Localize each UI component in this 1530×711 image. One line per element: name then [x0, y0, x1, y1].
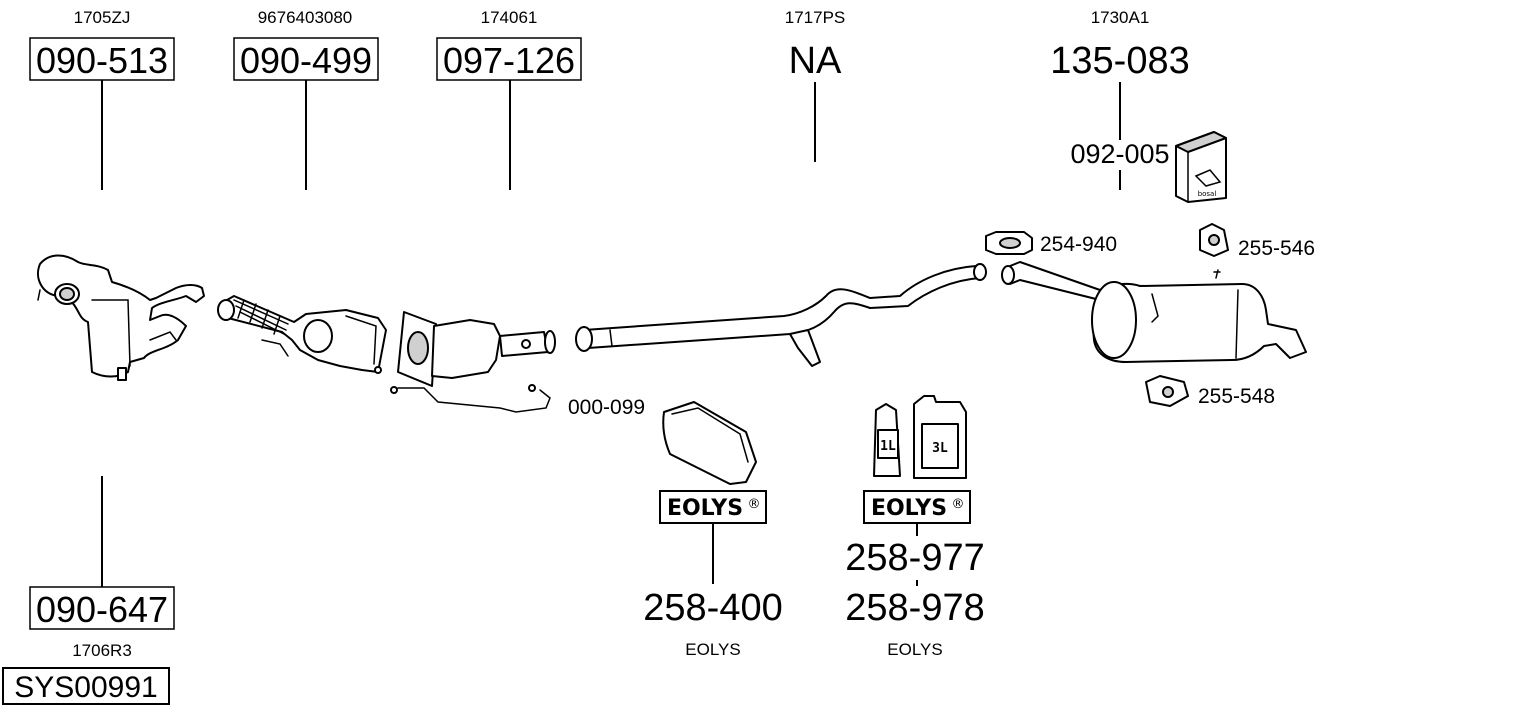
dpf-ref-box[interactable]: 097-126	[436, 37, 582, 81]
registered-mark-bag: ®	[748, 497, 761, 512]
middle-pipe-oe-number: 1717PS	[785, 8, 846, 27]
clamp-part-drawing[interactable]	[985, 231, 1033, 255]
eolys-fluid-ref-number-2[interactable]: 258-978	[845, 587, 984, 629]
mount-kit-ref-number[interactable]: 092-005	[1070, 139, 1169, 169]
flex-pipe-ref-box[interactable]: 090-499	[233, 37, 379, 81]
bottle-3l-label: 3L	[932, 441, 948, 456]
eolys-logo-text-bag: EOLYS	[667, 496, 743, 521]
dpf-oe-number: 174061	[481, 8, 538, 27]
lower-cat-ref-box[interactable]: 090-647	[29, 586, 175, 630]
eolys-logo-text-fluids: EOLYS	[871, 496, 947, 521]
bottle-1l-label: 1L	[880, 439, 896, 454]
eolys-bag-caption: EOLYS	[685, 640, 740, 659]
registered-mark-fluids: ®	[952, 497, 965, 512]
rear-silencer-part-drawing[interactable]	[1001, 261, 1307, 363]
eolys-bottle-3l-drawing[interactable]: 3L	[913, 395, 967, 479]
dpf-part-drawing[interactable]	[390, 311, 556, 413]
middle-pipe-ref-number[interactable]: NA	[789, 40, 842, 82]
clamp-ref-number[interactable]: 254-940	[1040, 233, 1117, 256]
sensor-ref-number[interactable]: 000-099	[568, 396, 645, 419]
manifold-ref-box[interactable]: 090-513	[29, 37, 175, 81]
middle-pipe-part-drawing[interactable]	[575, 263, 987, 367]
lower-cat-oe-number: 1706R3	[72, 641, 132, 660]
eolys-logo-fluids: EOLYS ®	[863, 490, 971, 524]
rubber-mount-bottom-ref-number[interactable]: 255-548	[1198, 385, 1275, 408]
eolys-logo-bag: EOLYS ®	[659, 490, 767, 524]
mount-kit-box-icon: bosal	[1175, 131, 1227, 203]
kit-box-label: bosal	[1198, 190, 1217, 198]
rear-silencer-oe-number: 1730A1	[1091, 8, 1150, 27]
system-code-text: SYS00991	[14, 671, 157, 704]
manifold-oe-number: 1705ZJ	[74, 8, 131, 27]
eolys-bag-ref-number[interactable]: 258-400	[643, 587, 782, 629]
manifold-part-drawing[interactable]	[37, 254, 205, 381]
rubber-mount-top-drawing[interactable]	[1199, 223, 1229, 279]
eolys-fluids-caption: EOLYS	[887, 640, 942, 659]
rear-silencer-ref-number[interactable]: 135-083	[1050, 40, 1189, 82]
system-code-box: SYS00991	[2, 667, 170, 705]
lower-cat-ref-number: 090-647	[36, 589, 168, 630]
eolys-fluid-ref-number-1[interactable]: 258-977	[845, 537, 984, 579]
dpf-ref-number: 097-126	[443, 40, 575, 81]
rubber-mount-bottom-drawing[interactable]	[1145, 375, 1189, 407]
flex-pipe-oe-number: 9676403080	[258, 8, 353, 27]
manifold-ref-number: 090-513	[36, 40, 168, 81]
eolys-bag-drawing[interactable]	[662, 401, 757, 485]
flex-pipe-ref-number: 090-499	[240, 40, 372, 81]
eolys-bottle-1l-drawing[interactable]: 1L	[873, 403, 901, 477]
flex-pipe-part-drawing[interactable]	[217, 295, 387, 374]
rubber-mount-top-ref-number[interactable]: 255-546	[1238, 237, 1315, 260]
